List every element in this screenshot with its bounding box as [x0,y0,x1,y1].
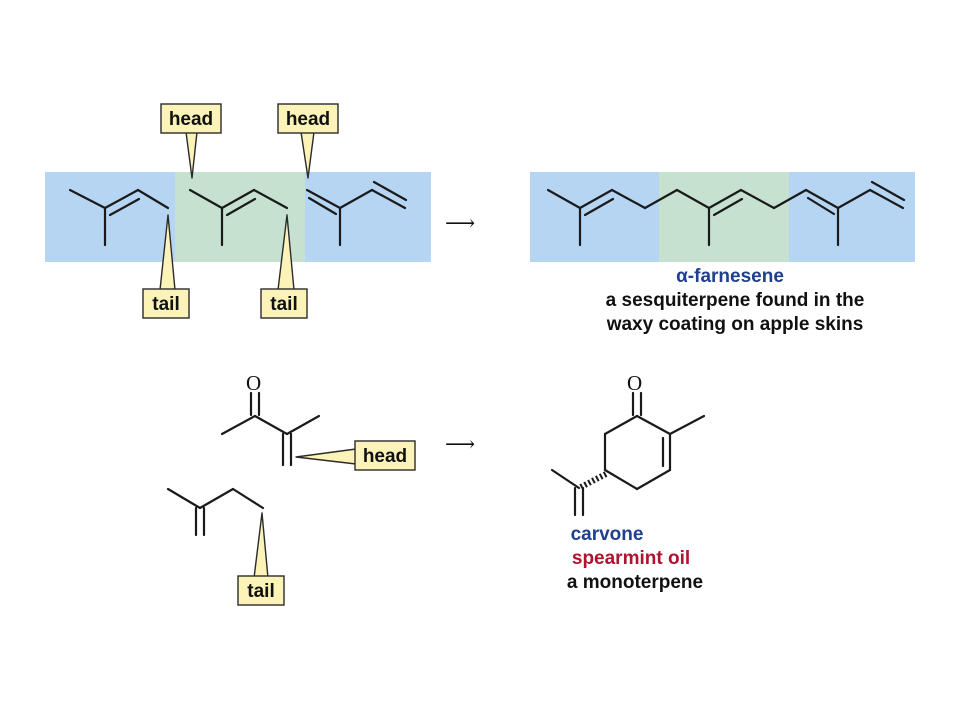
isoprene-unit-2-skeleton [188,188,289,247]
carvone-name: carvone [571,524,644,545]
stereo-hash-bond [577,471,608,491]
farnesene-description-line-2: waxy coating on apple skins [606,314,864,335]
callout-pointer [295,448,357,465]
fragment-ketone: O [220,371,321,467]
isoprene-unit-1-band [45,172,175,262]
farnesene-unit-1-band [530,172,659,262]
farnesene-unit-2-band [659,172,789,262]
carvone-class: a monoterpene [567,572,703,593]
tail-callout-1: tail [142,214,190,319]
callout-pointer [300,131,315,179]
farnesene-unit-3-band [789,172,915,262]
farnesene-structure [530,172,915,262]
carvone-source: spearmint oil [572,548,690,569]
head-callout-2: head [277,103,339,179]
farnesene-skeleton [546,180,906,247]
head-label-3: head [363,446,407,467]
farnesene-name: α-farnesene [676,266,784,287]
fragment-alkene [166,487,265,537]
tail-label-3: tail [247,581,274,602]
reaction-arrow-top: ⟶ [445,211,475,235]
head-callout-1: head [160,103,222,179]
tail-label-2: tail [270,294,297,315]
callout-box [160,103,222,134]
tail-callout-3: tail [237,512,285,606]
callout-box [142,288,190,319]
isoprene-units-chain: head head tail tail [45,103,431,319]
farnesene-description-line-1: a sesquiterpene found in the [606,290,865,311]
carvone-structure: O [550,371,706,517]
isoprene-unit-3-band [305,172,431,262]
callout-box [260,288,308,319]
callout-pointer [185,131,198,179]
callout-box [354,440,416,471]
callout-pointer [253,512,269,579]
callout-box [277,103,339,134]
tail-callout-2: tail [260,214,308,319]
oxygen-atom-right: O [627,371,642,395]
isoprene-unit-3-skeleton [305,180,408,247]
oxygen-atom-left: O [246,371,261,395]
isoprene-unit-1-skeleton [68,188,170,247]
reaction-arrow-bottom: ⟶ [445,432,475,456]
head-label-1: head [169,109,213,130]
head-callout-3: head [295,440,416,471]
head-label-2: head [286,109,330,130]
tail-label-1: tail [152,294,179,315]
callout-box [237,575,285,606]
